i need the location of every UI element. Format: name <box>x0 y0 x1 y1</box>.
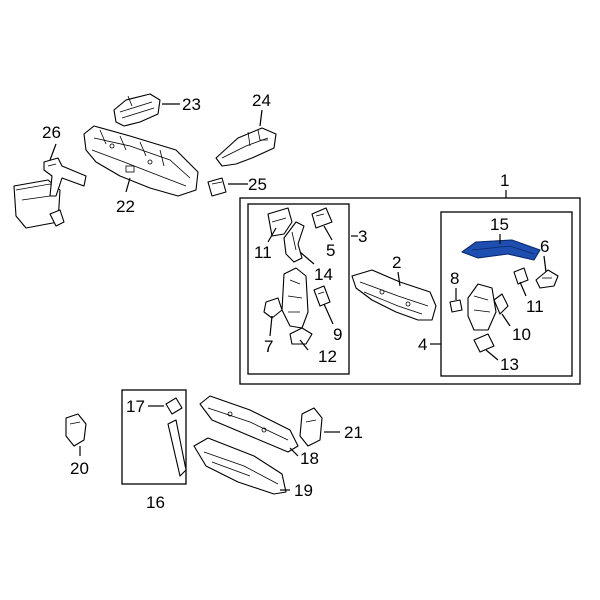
callout-24: 24 <box>252 91 271 110</box>
callout-11b: 11 <box>526 297 544 316</box>
part-5-brace[interactable] <box>311 207 333 229</box>
callout-14: 14 <box>314 265 333 284</box>
callout-3: 3 <box>358 227 367 246</box>
callout-18: 18 <box>300 449 319 468</box>
part-16-vertical-strip[interactable] <box>167 419 187 477</box>
callout-1: 1 <box>500 171 509 190</box>
leader-lines <box>49 103 547 491</box>
callout-11a: 11 <box>254 243 272 262</box>
part-24-air-guide[interactable] <box>215 127 277 167</box>
callout-6: 6 <box>540 237 549 256</box>
callout-13: 13 <box>500 355 519 374</box>
part-20-bracket[interactable] <box>65 413 87 447</box>
subassembly-3-box <box>247 203 350 375</box>
part-15-upper-member[interactable] <box>461 239 541 261</box>
part-7-clip[interactable] <box>263 297 283 319</box>
callout-26: 26 <box>42 123 61 142</box>
part-23-bracket[interactable] <box>113 93 161 127</box>
part-3-side-panel[interactable] <box>281 267 309 329</box>
part-2-crossmember[interactable] <box>351 269 437 321</box>
part-9-gusset[interactable] <box>313 285 331 307</box>
part-11a-bracket[interactable] <box>267 207 293 237</box>
callout-16: 16 <box>146 493 165 512</box>
subassembly-4-box <box>440 211 573 377</box>
part-6-bracket[interactable] <box>535 269 559 289</box>
part-12-mount[interactable] <box>289 327 313 345</box>
part-8-clip[interactable] <box>449 299 463 313</box>
callout-21: 21 <box>344 423 363 442</box>
part-19-lower-deflector[interactable] <box>193 437 287 495</box>
callout-22: 22 <box>116 197 135 216</box>
part-10-brace[interactable] <box>493 293 509 315</box>
part-21-bracket[interactable] <box>299 407 323 447</box>
callout-19: 19 <box>294 481 313 500</box>
callout-8: 8 <box>450 269 459 288</box>
callout-17: 17 <box>126 397 145 416</box>
callout-5: 5 <box>326 241 335 260</box>
callout-4: 4 <box>418 335 427 354</box>
assembly-1-box <box>239 197 581 385</box>
callout-7: 7 <box>264 337 273 356</box>
part-17-clip[interactable] <box>165 397 183 415</box>
callout-12: 12 <box>318 347 337 366</box>
callout-20: 20 <box>70 459 89 478</box>
part-26-module-bracket[interactable] <box>13 157 87 229</box>
callout-9: 9 <box>333 325 342 344</box>
part-14-reinforcement[interactable] <box>283 221 305 263</box>
callout-10: 10 <box>512 325 531 344</box>
callout-15: 15 <box>490 215 509 234</box>
part-11b-bracket[interactable] <box>513 267 529 285</box>
part-22-upper-cover[interactable] <box>83 125 199 197</box>
callout-25: 25 <box>248 175 267 194</box>
part-25-clip[interactable] <box>207 177 227 197</box>
group-16-box <box>121 389 187 485</box>
callout-23: 23 <box>182 95 201 114</box>
part-18-lower-crossmember[interactable] <box>199 395 299 453</box>
callout-2: 2 <box>392 253 401 272</box>
part-4-side-apron[interactable] <box>467 283 497 331</box>
part-13-mount[interactable] <box>473 333 495 353</box>
